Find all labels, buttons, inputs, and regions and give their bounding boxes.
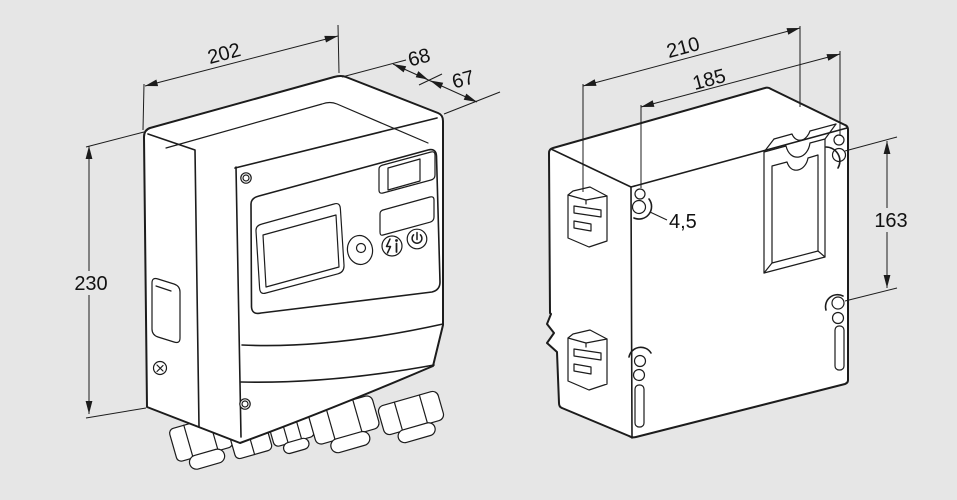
hole-diameter-label: 4,5 <box>669 211 697 233</box>
info-button[interactable] <box>381 235 403 257</box>
hole-diameter-callout: 4,5 <box>649 211 697 233</box>
back-view-drawing: 210 185 163 4,5 <box>546 26 913 439</box>
dimension-depths: 68 67 <box>341 44 501 115</box>
info-button-icon <box>385 238 392 254</box>
dim-width-front-label: 202 <box>205 39 243 69</box>
dimension-height: 230 <box>70 131 147 419</box>
label-window <box>379 196 435 236</box>
dim-depth-total-label: 68 <box>406 44 433 71</box>
front-screw-top <box>240 172 252 184</box>
lcd-screen <box>262 214 340 288</box>
top-display-screen <box>387 158 421 191</box>
dim-width-back-label: 210 <box>664 33 702 63</box>
dim-depth-housing-label: 67 <box>450 66 477 93</box>
dim-height-label: 230 <box>74 273 107 295</box>
lcd-display <box>255 202 345 295</box>
side-cutout <box>151 277 181 344</box>
dim-hole-spacing-v-label: 163 <box>874 210 907 232</box>
side-screw <box>152 360 168 376</box>
mounting-hole-top-left <box>631 188 653 220</box>
mounting-hole-top-right <box>825 134 847 169</box>
front-screw-bottom <box>239 398 251 410</box>
dial-center <box>355 242 367 254</box>
cable-glands <box>169 390 445 470</box>
din-clip-top <box>567 186 608 248</box>
power-icon <box>411 234 423 244</box>
dim-hole-spacing-h-label: 185 <box>690 65 728 95</box>
mounting-slot <box>763 123 837 274</box>
top-display-bezel <box>378 151 436 194</box>
front-view-drawing: 230 202 68 67 <box>70 24 501 470</box>
dimension-hole-spacing-v: 163 <box>844 136 913 302</box>
mounting-hole-bottom-right <box>824 293 845 371</box>
din-clip-bottom <box>567 329 608 391</box>
mounting-hole-bottom-left <box>628 346 652 428</box>
